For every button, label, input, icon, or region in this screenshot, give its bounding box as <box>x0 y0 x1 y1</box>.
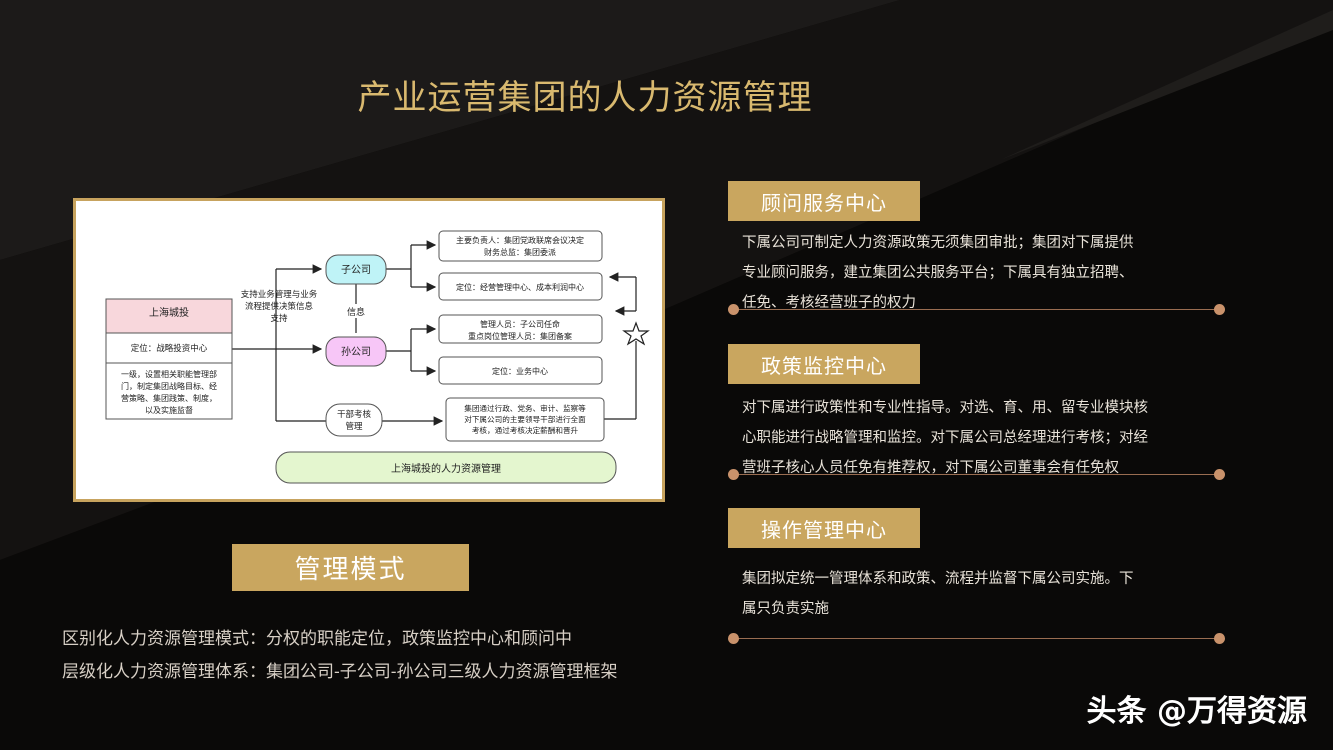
org-diagram: 上海城投 定位：战略投资中心 一级，设置相关职能管理部 门，制定集团战略目标、经… <box>73 198 665 502</box>
sub-box-2-text: 定位：经营管理中心、成本利润中心 <box>456 282 584 292</box>
root-label: 上海城投 <box>149 306 189 319</box>
sub-box-1 <box>438 230 603 262</box>
mode-line-2: 层级化人力资源管理体系：集团公司-子公司-孙公司三级人力资源管理框架 <box>62 662 618 682</box>
section-policy-text: 对下属进行政策性和专业性指导。对选、育、用、留专业模块核 心职能进行战略管理和监… <box>742 393 1217 483</box>
cadre-box <box>445 397 605 442</box>
root-node <box>105 298 233 334</box>
section-operation-line-1: 集团拟定统一管理体系和政策、流程并监督下属公司实施。下 <box>742 571 1134 587</box>
cadre-box-line-2: 对下属公司的主要领导干部进行全面 <box>464 414 586 424</box>
grand-box-1-line-2: 重点岗位管理人员：集团备案 <box>468 331 572 341</box>
section-operation-text: 集团拟定统一管理体系和政策、流程并监督下属公司实施。下 属只负责实施 <box>742 564 1217 624</box>
grand-box-1-line-1: 管理人员：子公司任命 <box>480 319 560 329</box>
cadre-box-line-1: 集团通过行政、党务、审计、监察等 <box>464 403 586 413</box>
cadre-label-1: 干部考核 <box>337 409 372 420</box>
section-divider <box>728 304 1225 315</box>
grandchild-node <box>325 336 387 367</box>
support-text-1: 支持业务管理与业务 <box>241 289 318 300</box>
section-policy-line-2: 心职能进行战略管理和监控。对下属公司总经理进行考核；对经 <box>742 430 1148 446</box>
root-position: 定位：战略投资中心 <box>131 343 208 354</box>
bottom-banner <box>275 451 617 484</box>
section-divider <box>728 469 1225 480</box>
cadre-label-2: 管理 <box>345 421 363 432</box>
section-consulting-line-3: 任免、考核经营班子的权力 <box>742 295 916 311</box>
watermark: 头条 @万得资源 <box>1086 694 1307 729</box>
section-policy-line-3: 营班子核心人员任免有推荐权，对下属公司董事会有任免权 <box>742 460 1119 476</box>
subsidiary-node <box>325 254 387 285</box>
section-policy-button[interactable]: 政策监控中心 <box>728 344 920 384</box>
grand-box-2-text: 定位：业务中心 <box>492 366 548 376</box>
sub-box-1-line-2: 财务总监：集团委派 <box>484 247 556 257</box>
root-desc-3: 营策略、集团践策、制度， <box>121 393 217 403</box>
section-operation-line-2: 属只负责实施 <box>742 601 829 617</box>
grand-box-1 <box>438 314 603 344</box>
management-mode-button[interactable]: 管理模式 <box>232 544 469 591</box>
root-desc-2: 门，制定集团战略目标、经 <box>121 381 217 391</box>
support-text-3: 支持 <box>270 313 288 324</box>
section-policy-line-1: 对下属进行政策性和专业性指导。对选、育、用、留专业模块核 <box>742 400 1148 416</box>
section-consulting-button[interactable]: 顾问服务中心 <box>728 181 920 221</box>
root-desc-1: 一级，设置相关职能管理部 <box>121 369 217 379</box>
grand-box-2 <box>438 356 603 385</box>
info-label: 信息 <box>347 306 365 318</box>
grandchild-label: 孙公司 <box>341 345 371 358</box>
page-title: 产业运营集团的人力资源管理 <box>357 78 813 118</box>
support-text-2: 流程提供决策信息 <box>245 301 314 312</box>
section-consulting-line-2: 专业顾问服务，建立集团公共服务平台；下属具有独立招聘、 <box>742 265 1134 281</box>
mode-line-1: 区别化人力资源管理模式：分权的职能定位，政策监控中心和顾问中 <box>62 629 572 649</box>
subsidiary-label: 子公司 <box>341 264 371 276</box>
section-consulting-text: 下属公司可制定人力资源政策无须集团审批；集团对下属提供 专业顾问服务，建立集团公… <box>742 228 1217 318</box>
section-operation-button[interactable]: 操作管理中心 <box>728 508 920 548</box>
bottom-banner-label: 上海城投的人力资源管理 <box>391 462 501 475</box>
sub-box-1-line-1: 主要负责人：集团党政联席会议决定 <box>456 235 584 245</box>
star-icon <box>622 321 650 346</box>
cadre-box-line-3: 考核，通过考核决定薪酬和晋升 <box>472 425 579 435</box>
section-divider <box>728 633 1225 644</box>
cadre-node <box>325 403 383 437</box>
section-consulting-line-1: 下属公司可制定人力资源政策无须集团审批；集团对下属提供 <box>742 235 1134 251</box>
sub-box-2 <box>438 272 603 301</box>
root-desc-4: 以及实施监督 <box>145 405 193 415</box>
